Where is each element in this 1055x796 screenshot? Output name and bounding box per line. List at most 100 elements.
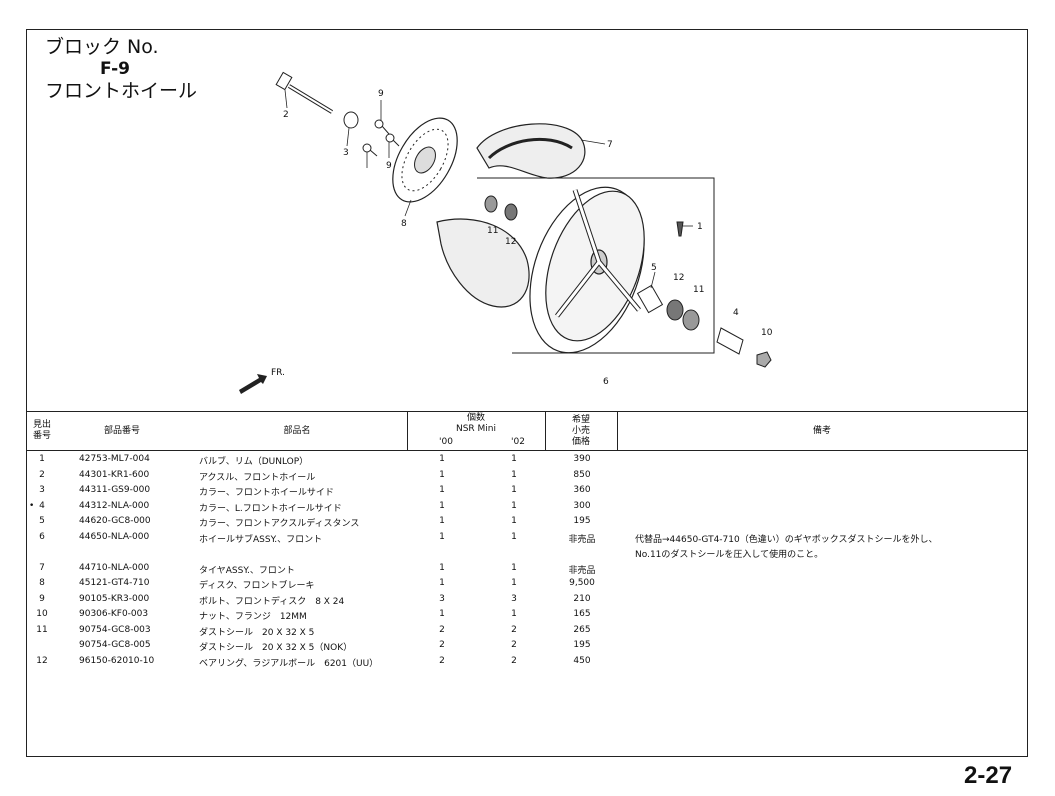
table-row: 3 44311-GS9-000 カラー、フロントホイールサイド 1 1 360 <box>27 485 1027 500</box>
row-price: 非売品 <box>568 565 596 576</box>
row-part-name: カラー、L.フロントホイールサイド <box>199 503 342 514</box>
row-qty-00: 1 <box>439 469 445 480</box>
header-part-name: 部品名 <box>283 425 311 436</box>
row-price: 300 <box>573 500 591 511</box>
row-part-name: バルブ、リム（DUNLOP） <box>199 457 309 467</box>
callout-1: 1 <box>697 222 703 232</box>
row-qty-02: 2 <box>511 655 517 666</box>
row-qty-02: 1 <box>511 531 517 542</box>
header-part-no: 部品番号 <box>103 425 140 436</box>
valve-part <box>676 221 684 237</box>
row-part-name: ダストシール 20 X 32 X 5 <box>199 627 315 638</box>
table-row: 11 90754-GC8-003 ダストシール 20 X 32 X 5 2 2 … <box>27 625 1027 640</box>
header-remarks: 備考 <box>812 425 831 436</box>
callout-9b: 9 <box>386 161 392 171</box>
row-ref: 9 <box>39 593 45 604</box>
flange-nut-part <box>756 351 772 368</box>
callout-10: 10 <box>761 328 773 338</box>
parts-sheet: ブロック No. F-9 フロントホイール <box>26 29 1028 757</box>
header-price: 希望 小売 価格 <box>571 414 590 447</box>
row-part-no: 44710-NLA-000 <box>79 562 150 573</box>
table-row: 5 44620-GC8-000 カラー、フロントアクスルディスタンス 1 1 1… <box>27 516 1027 531</box>
row-price: 165 <box>573 609 591 619</box>
block-label: ブロック No. <box>45 36 159 58</box>
row-qty-00: 2 <box>439 640 445 650</box>
table-row: • 4 44312-NLA-000 カラー、L.フロントホイールサイド 1 1 … <box>27 501 1027 516</box>
row-part-no: 44301-KR1-600 <box>79 469 150 480</box>
row-part-name: カラー、フロントアクスルディスタンス <box>199 519 360 529</box>
row-part-no: 44650-NLA-000 <box>79 531 150 542</box>
callout-12b: 12 <box>673 273 684 283</box>
callout-11b: 11 <box>693 285 704 295</box>
row-remarks: No.11のダストシールを圧入して使用のこと。 <box>635 550 824 560</box>
row-part-no: 90754-GC8-003 <box>79 624 151 635</box>
row-qty-00: 3 <box>439 593 445 604</box>
table-header: 見出 番号 部品番号 部品名 個数 NSR Mini '00 '02 希望 小売… <box>27 411 1027 451</box>
distance-collar-part <box>636 284 664 314</box>
header-divider <box>407 412 408 450</box>
row-price: 360 <box>573 485 591 495</box>
row-qty-02: 1 <box>511 516 517 526</box>
row-part-no: 90105-KR3-000 <box>79 593 150 604</box>
callout-9a: 9 <box>378 89 384 99</box>
block-name: フロントホイール <box>45 80 198 102</box>
left-collar-part <box>716 327 744 355</box>
row-remarks: 代替品→44650-GT4-710（色違い）のギヤボックスダストシールを外し、 <box>635 534 938 545</box>
tire-half-part <box>436 218 530 308</box>
header-divider <box>545 412 546 450</box>
row-part-name: ベアリング、ラジアルボール 6201（UU） <box>199 658 379 669</box>
row-part-name: タイヤASSY.、フロント <box>199 565 295 576</box>
row-part-no: 45121-GT4-710 <box>79 578 150 588</box>
wheel-group-bracket <box>477 177 715 354</box>
row-qty-02: 1 <box>511 562 517 573</box>
left-bearing-parts <box>484 195 518 221</box>
row-qty-02: 1 <box>511 500 517 511</box>
row-qty-02: 1 <box>511 578 517 588</box>
row-ref: 6 <box>39 531 45 542</box>
row-part-name: ホイールサブASSY.、フロント <box>199 534 323 545</box>
header-qty: 個数 <box>466 412 485 423</box>
callout-3: 3 <box>343 148 349 158</box>
header-ref: 見出 番号 <box>32 420 51 441</box>
row-qty-00: 1 <box>439 485 445 495</box>
row-qty-02: 3 <box>511 593 517 604</box>
row-price: 450 <box>573 655 591 666</box>
row-part-name: ナット、フランジ 12MM <box>199 612 307 622</box>
row-part-no: 44311-GS9-000 <box>79 485 151 495</box>
row-qty-00: 1 <box>439 500 445 511</box>
row-part-no: 90306-KF0-003 <box>79 609 149 619</box>
row-part-name: ボルト、フロントディスク 8 X 24 <box>199 596 345 607</box>
row-qty-00: 1 <box>439 531 445 542</box>
direction-label: FR. <box>271 368 285 378</box>
table-row: 90754-GC8-005 ダストシール 20 X 32 X 5（NOK） 2 … <box>27 640 1027 655</box>
row-qty-00: 1 <box>439 562 445 573</box>
collar-part <box>343 111 359 129</box>
row-part-name: ディスク、フロントブレーキ <box>199 581 315 591</box>
row-price: 390 <box>573 454 591 464</box>
table-row: 6 44650-NLA-000 ホイールサブASSY.、フロント 1 1 非売品… <box>27 532 1027 547</box>
callout-11a: 11 <box>487 226 498 236</box>
row-ref: 5 <box>39 516 45 526</box>
tire-part <box>476 123 586 179</box>
row-qty-00: 1 <box>439 609 445 619</box>
block-title: ブロック No. F-9 フロントホイール <box>45 36 197 102</box>
row-ref: 7 <box>39 562 45 573</box>
row-part-name: カラー、フロントホイールサイド <box>199 488 334 498</box>
row-ref: 11 <box>36 624 48 635</box>
axle-part <box>275 71 334 114</box>
row-part-name: ダストシール 20 X 32 X 5（NOK） <box>199 643 353 653</box>
row-price: 210 <box>573 593 591 604</box>
table-row: 1 42753-ML7-004 バルブ、リム（DUNLOP） 1 1 390 <box>27 454 1027 469</box>
leader-lines <box>284 89 693 289</box>
wheel-part <box>529 186 645 354</box>
row-qty-00: 2 <box>439 624 445 635</box>
callout-6: 6 <box>603 377 609 387</box>
row-qty-02: 1 <box>511 454 517 464</box>
callout-2: 2 <box>283 110 289 120</box>
row-qty-00: 1 <box>439 516 445 526</box>
row-qty-02: 1 <box>511 485 517 495</box>
callout-8: 8 <box>401 219 407 229</box>
row-part-no: 90754-GC8-005 <box>79 640 151 650</box>
row-ref: 3 <box>39 485 45 495</box>
row-qty-00: 1 <box>439 454 445 464</box>
